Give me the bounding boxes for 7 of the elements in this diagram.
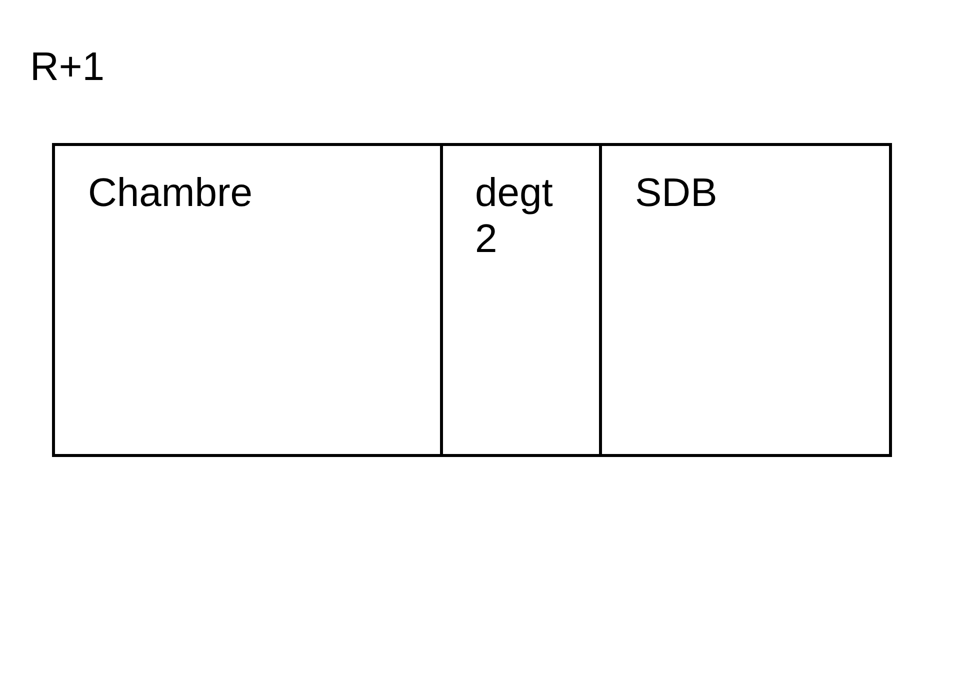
floor-title: R+1	[30, 44, 104, 90]
room-outline	[440, 143, 602, 457]
room-name: degt 2	[475, 170, 554, 262]
room-outline	[599, 143, 892, 457]
room-name: SDB	[635, 170, 718, 216]
room-name: Chambre	[88, 170, 253, 216]
room-outline	[52, 143, 443, 457]
